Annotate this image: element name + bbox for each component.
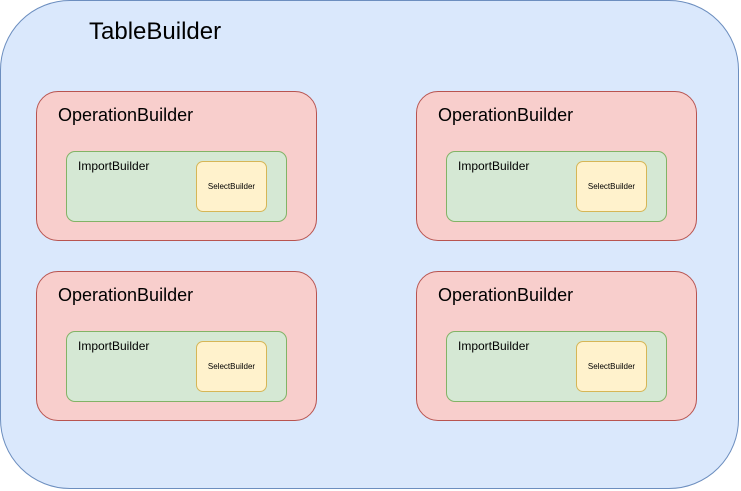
import-builder-box: ImportBuilder SelectBuilder	[446, 151, 667, 222]
operation-builder-box-top-right: OperationBuilder ImportBuilder SelectBui…	[416, 91, 697, 241]
select-builder-box: SelectBuilder	[576, 341, 647, 392]
select-builder-label: SelectBuilder	[587, 361, 636, 371]
import-builder-title: ImportBuilder	[78, 159, 150, 173]
operation-builder-title: OperationBuilder	[438, 105, 574, 125]
import-builder-title: ImportBuilder	[458, 159, 530, 173]
select-builder-box: SelectBuilder	[576, 161, 647, 212]
select-builder-box: SelectBuilder	[196, 341, 267, 392]
operation-builder-title: OperationBuilder	[58, 105, 194, 125]
operation-builder-box-top-left: OperationBuilder ImportBuilder SelectBui…	[36, 91, 317, 241]
import-builder-box: ImportBuilder SelectBuilder	[446, 331, 667, 402]
select-builder-label: SelectBuilder	[207, 181, 256, 191]
select-builder-label: SelectBuilder	[207, 361, 256, 371]
import-builder-box: ImportBuilder SelectBuilder	[66, 151, 287, 222]
import-builder-title: ImportBuilder	[78, 339, 150, 353]
operation-builder-title: OperationBuilder	[58, 285, 194, 305]
operation-builder-box-bottom-right: OperationBuilder ImportBuilder SelectBui…	[416, 271, 697, 421]
select-builder-label: SelectBuilder	[587, 181, 636, 191]
select-builder-box: SelectBuilder	[196, 161, 267, 212]
table-builder-title: TableBuilder	[89, 18, 222, 45]
operation-builder-title: OperationBuilder	[438, 285, 574, 305]
import-builder-title: ImportBuilder	[458, 339, 530, 353]
operation-builder-box-bottom-left: OperationBuilder ImportBuilder SelectBui…	[36, 271, 317, 421]
import-builder-box: ImportBuilder SelectBuilder	[66, 331, 287, 402]
